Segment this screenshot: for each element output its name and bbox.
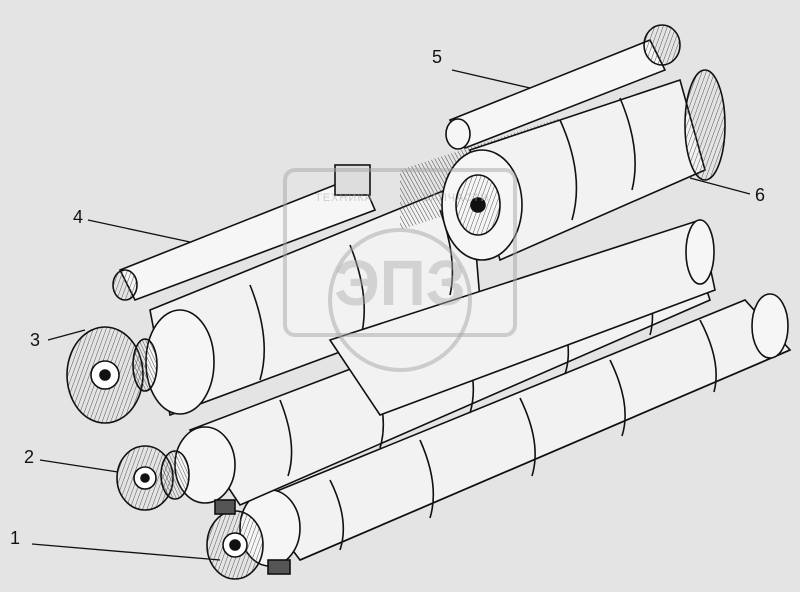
callout-4: 4 bbox=[73, 207, 84, 227]
watermark-right-word: ЗАПЧАСТИ bbox=[423, 192, 490, 204]
callout-5: 5 bbox=[432, 47, 443, 67]
roller-3 bbox=[66, 178, 481, 424]
watermark-left-word: ТЕХНИКА bbox=[315, 192, 373, 204]
leader-line-5 bbox=[451, 69, 531, 89]
callout-1: 1 bbox=[10, 528, 21, 548]
leader-line-1 bbox=[31, 543, 221, 561]
watermark-logo-text: ЭПЗ bbox=[334, 247, 466, 319]
callout-3: 3 bbox=[30, 330, 41, 350]
callout-2: 2 bbox=[24, 447, 35, 467]
roller-1 bbox=[206, 235, 792, 580]
leader-line-6 bbox=[689, 177, 751, 195]
leader-line-2 bbox=[39, 459, 119, 473]
shaft-5 bbox=[445, 24, 681, 150]
leader-line-4 bbox=[87, 219, 191, 243]
watermark-logo bbox=[283, 168, 517, 372]
leader-lines bbox=[31, 69, 751, 561]
callout-6: 6 bbox=[755, 185, 766, 205]
roller-upper bbox=[441, 69, 726, 262]
leader-line-3 bbox=[47, 329, 86, 341]
